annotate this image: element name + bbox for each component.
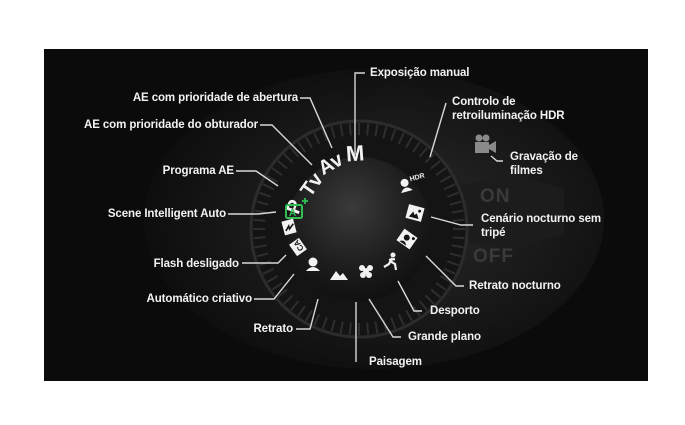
label-sports: Desporto xyxy=(430,304,480,318)
label-close-up: Grande plano xyxy=(408,330,481,344)
label-scene-intelligent-auto: Scene Intelligent Auto xyxy=(108,207,226,221)
label-manual-exposure: Exposição manual xyxy=(370,66,469,80)
knurl-tick xyxy=(453,220,465,221)
knurl-tick xyxy=(453,237,465,238)
mode-dial-panel: M Av Tv P A CA xyxy=(44,49,648,381)
switch-on-label: ON xyxy=(480,186,511,208)
label-program-ae: Programa AE xyxy=(163,164,234,178)
knurl-tick xyxy=(350,323,351,335)
knurl-tick xyxy=(253,220,265,221)
label-flash-off: Flash desligado xyxy=(154,257,239,271)
knurl-tick xyxy=(350,123,351,135)
knurl-tick xyxy=(367,123,368,135)
knurl-tick xyxy=(367,323,368,335)
label-portrait: Retrato xyxy=(253,322,293,336)
label-landscape: Paisagem xyxy=(369,355,422,369)
label-hdr-backlight-control: Controlo de retroiluminação HDR xyxy=(452,95,587,123)
svg-text:A: A xyxy=(289,208,296,219)
label-night-portrait: Retrato nocturno xyxy=(469,279,561,293)
knurl-tick xyxy=(253,237,265,238)
label-shutter-priority: AE com prioridade do obturador xyxy=(84,118,258,132)
label-aperture-priority: AE com prioridade de abertura xyxy=(133,91,298,105)
label-creative-auto: Automático criativo xyxy=(147,292,252,306)
switch-off-label: OFF xyxy=(473,246,514,268)
label-handheld-night-scene: Cenário nocturno sem tripé xyxy=(481,212,621,240)
label-movie-shooting: Gravação de filmes xyxy=(510,150,590,178)
